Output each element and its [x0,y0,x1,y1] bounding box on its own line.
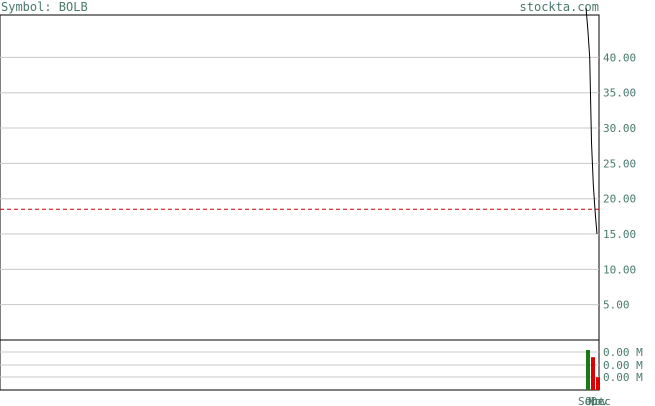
price-tick-label: 25.00 [603,157,636,170]
symbol-label: Symbol: BOLB [1,0,88,14]
volume-axis-ticks: 0.00 M0.00 M0.00 M [603,346,643,384]
x-tick-label: Sep [578,395,598,406]
volume-grid [0,351,599,378]
price-tick-label: 35.00 [603,87,636,100]
x-tick-label: Nov [588,395,608,406]
volume-tick-label: 0.00 M [603,371,643,384]
price-tick-label: 5.00 [603,299,630,312]
volume-tick-label: 0.00 M [603,346,643,359]
site-watermark: stockta.com [520,0,599,14]
volume-bar [586,350,590,390]
price-series-line [585,7,598,235]
price-tick-label: 30.00 [603,122,636,135]
price-axis-ticks: 5.00 10.00 15.00 20.00 25.00 30.00 35.00 40.00 [603,51,636,311]
x-tick-label: Dec [591,395,611,406]
x-tick-label: Oct [585,395,605,406]
volume-panel: 0.00 M0.00 M0.00 M [0,339,643,391]
price-tick-label: 15.00 [603,228,636,241]
volume-bar [591,357,595,390]
price-tick-label: 10.00 [603,263,636,276]
volume-bar [596,377,600,390]
price-panel: 5.00 10.00 15.00 20.00 25.00 30.00 35.00 40.00 [0,7,636,341]
price-tick-label: 20.00 [603,193,636,206]
volume-tick-label: 0.00 M [603,359,643,372]
price-tick-label: 40.00 [603,51,636,64]
volume-bars [586,350,600,390]
price-panel-frame [0,14,600,341]
price-grid [0,56,599,306]
